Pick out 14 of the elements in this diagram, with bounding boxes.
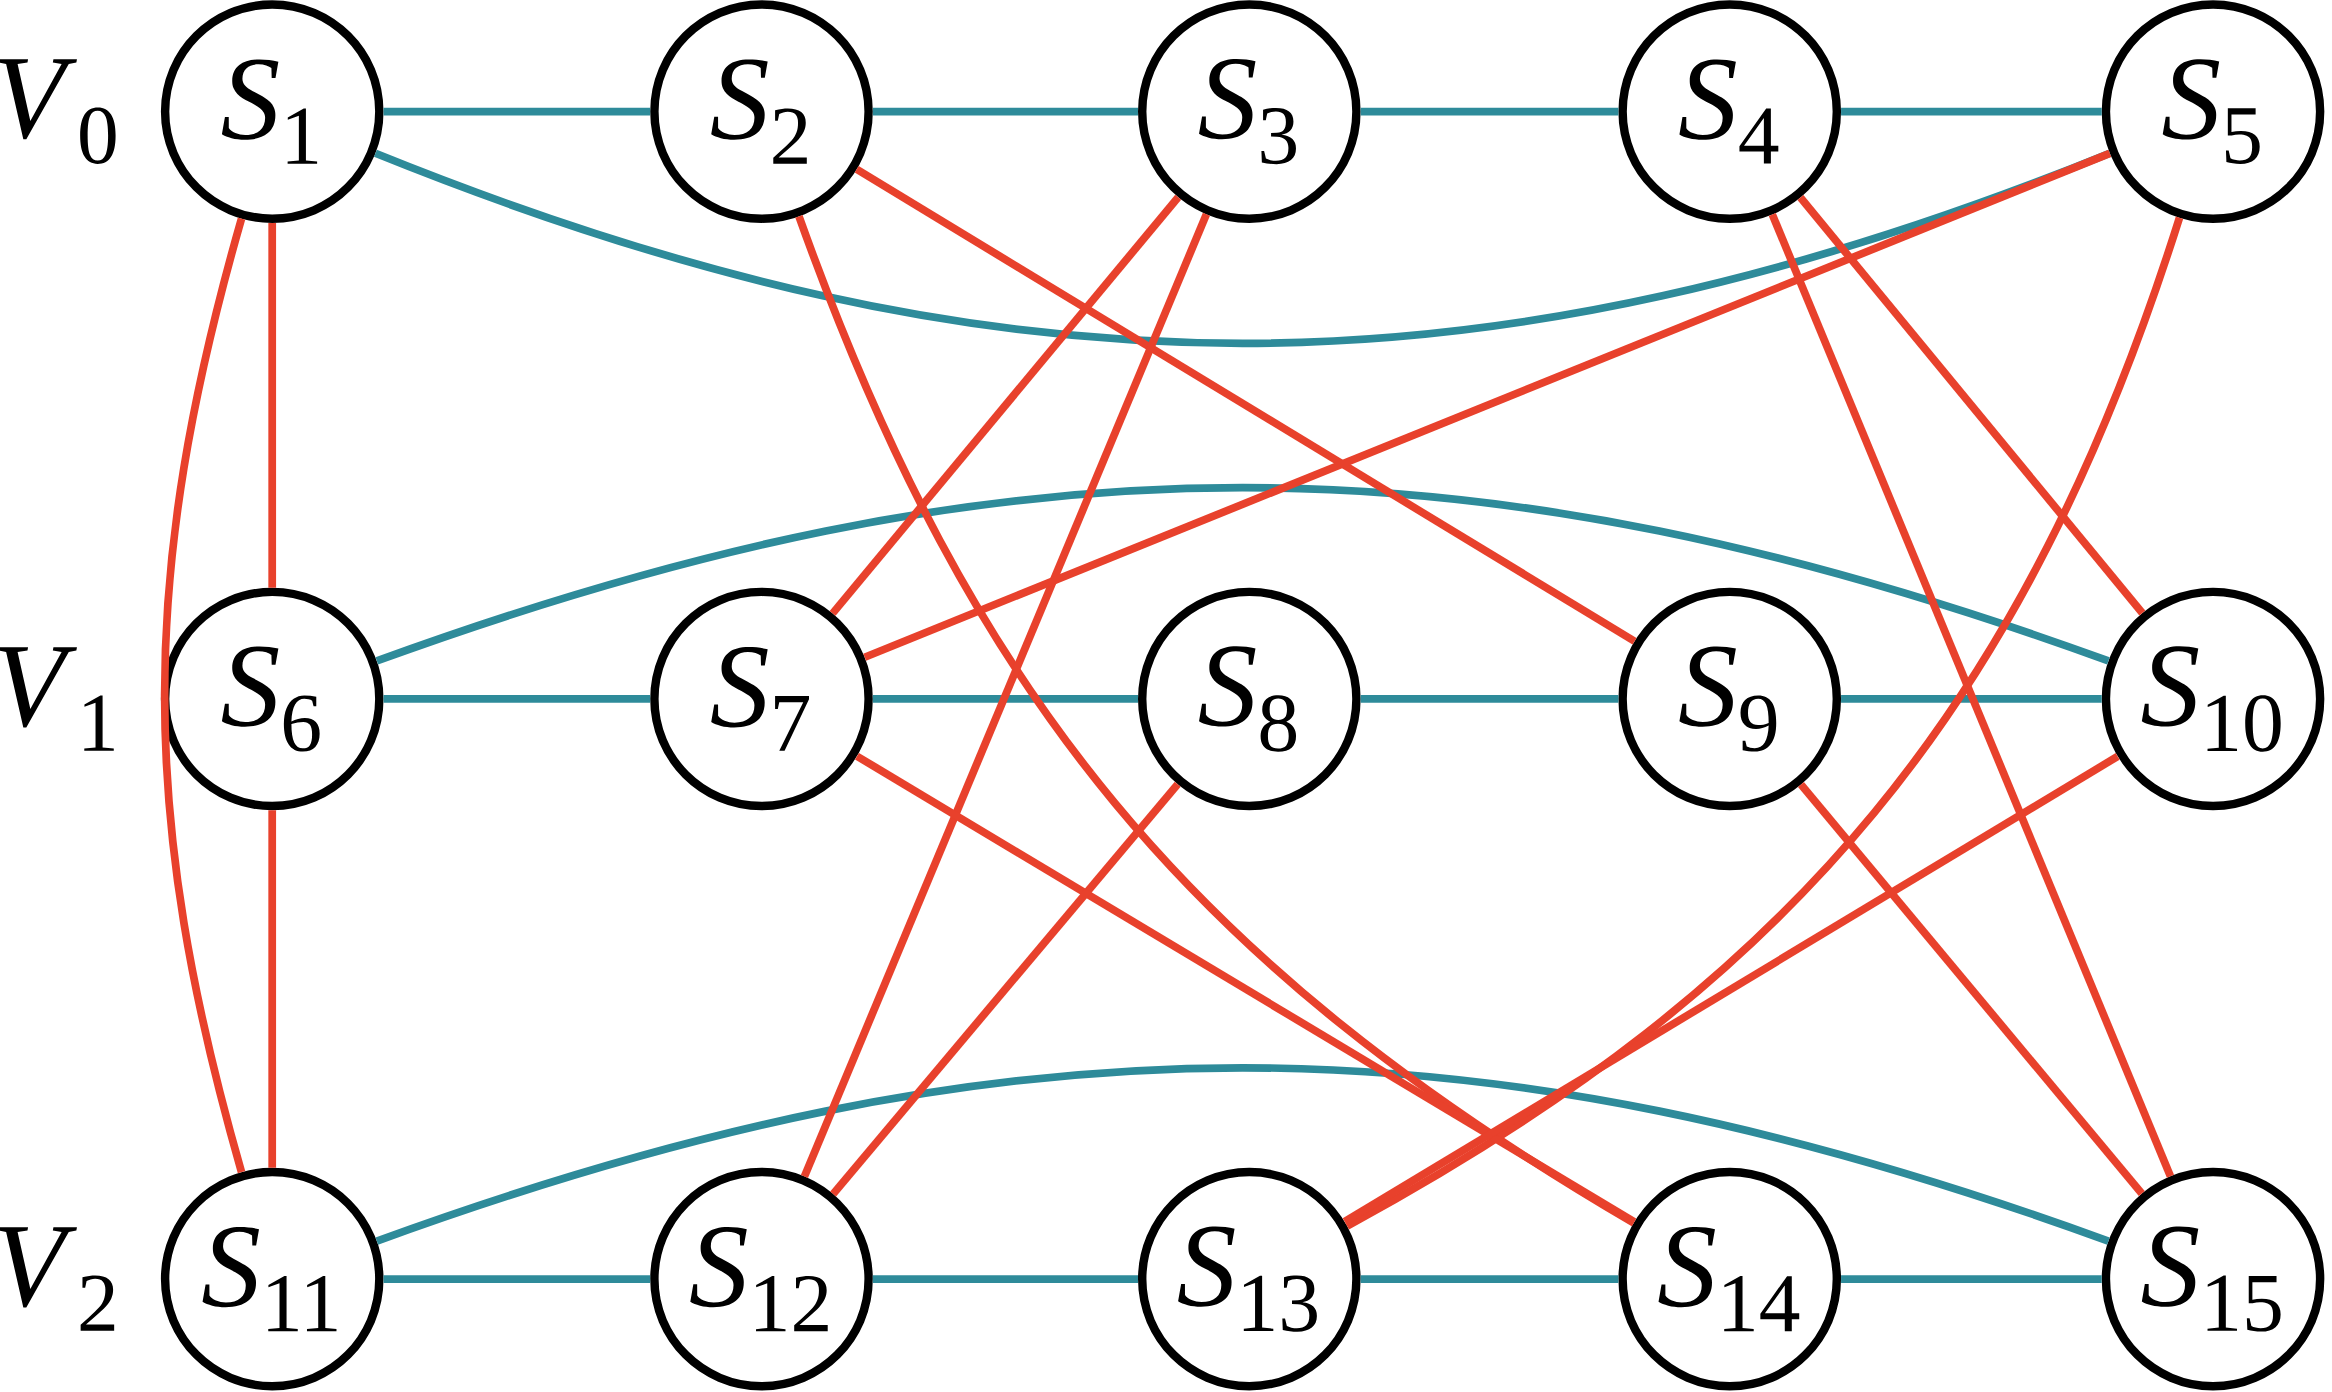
- connector-line: [1342, 753, 2120, 1225]
- connector-line: [375, 484, 2110, 665]
- connector-line: [1798, 781, 2145, 1196]
- connector-line: [375, 1064, 2110, 1245]
- connector-line: [854, 165, 1637, 645]
- connector-line: [1797, 195, 2146, 616]
- connector-line: [1345, 216, 2184, 1230]
- connector-line: [863, 149, 2112, 661]
- connector-line: [800, 212, 1210, 1178]
- connector-line: [830, 781, 1181, 1197]
- connector-line: [855, 752, 1637, 1226]
- connector-line: [160, 217, 246, 1174]
- connector-line: [1768, 212, 2175, 1178]
- connector-line: [829, 194, 1182, 616]
